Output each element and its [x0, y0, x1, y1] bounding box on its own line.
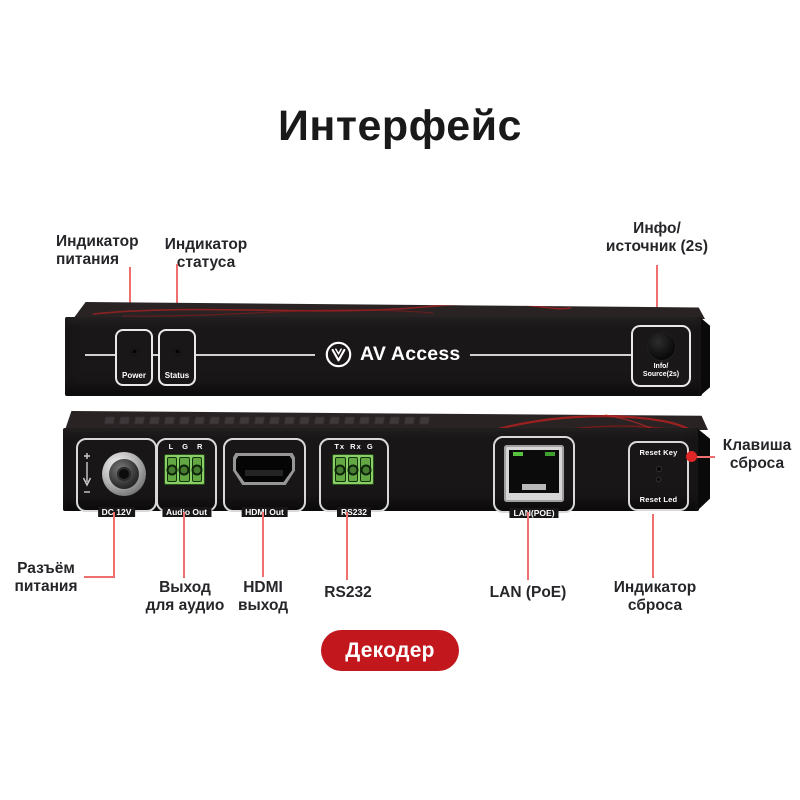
reset-led-hole — [657, 478, 660, 481]
power-led — [131, 349, 137, 354]
audio-pin — [179, 457, 190, 482]
hdmi-port-opening — [236, 456, 292, 482]
decoder-badge: Декодер — [321, 630, 459, 671]
callout-line-lan — [527, 512, 529, 580]
rs232-port-group: Tx Rx G RS232 — [319, 438, 389, 517]
decoder-back-panel: DC 12V L G R Audio Out HDMI Out Tx Rx G — [63, 411, 710, 518]
brand-logo-text: AV Access — [360, 342, 461, 365]
audio-terminal-block — [164, 454, 205, 485]
reset-led-label: Reset Led — [639, 495, 678, 504]
dc-power-port-group: DC 12V — [76, 438, 157, 517]
back-panel-top-edge — [65, 411, 708, 430]
status-led-label: Status — [164, 371, 190, 380]
status-led-box: Status — [158, 329, 196, 386]
callout-power-connector: Разъём питания — [14, 560, 78, 595]
dc-port-label: DC 12V — [97, 507, 136, 517]
lan-port-group: LAN(POE) — [493, 436, 575, 518]
status-led — [174, 349, 180, 354]
callout-reset-indicator: Индикатор сброса — [613, 579, 697, 614]
callout-line-status — [176, 264, 178, 339]
callout-line-reset-led — [652, 514, 654, 578]
rs232-pins-label: Tx Rx G — [334, 442, 374, 451]
page-title: Интерфейс — [278, 102, 522, 150]
callout-line-dc-horizontal — [84, 576, 115, 578]
hdmi-port-label: HDMI Out — [241, 507, 288, 517]
callout-rs232: RS232 — [324, 584, 372, 601]
av-access-logo-icon — [325, 341, 352, 367]
callout-reset-key: Клавиша сброса — [722, 437, 792, 472]
rs232-port-label: RS232 — [337, 507, 371, 517]
power-led-label: Power — [121, 371, 146, 380]
reset-key-pinhole — [656, 467, 661, 471]
lan-led-left — [513, 452, 523, 456]
dc-barrel-pin — [117, 467, 131, 481]
front-panel-top-edge — [73, 302, 705, 319]
hdmi-port — [233, 453, 295, 485]
callout-power-indicator: Индикатор питания — [56, 233, 139, 268]
front-panel-side-edge — [701, 318, 710, 395]
callout-line-dc-vertical — [113, 512, 115, 578]
audio-pin — [191, 457, 202, 482]
back-panel-side-edge — [698, 429, 710, 510]
audio-pin — [167, 457, 178, 482]
callout-lan-poe: LAN (PoE) — [489, 584, 567, 601]
rs232-terminal-block — [332, 454, 374, 485]
callout-line-reset-key — [697, 456, 715, 458]
callout-line-audio — [183, 512, 185, 578]
callout-line-rs232 — [346, 512, 348, 580]
callout-audio-output: Выход для аудио — [145, 579, 225, 614]
embossed-model-text — [104, 417, 436, 424]
callout-info-source: Инфо/ источник (2s) — [605, 220, 709, 255]
lan-led-right — [545, 452, 555, 456]
rs232-pin — [347, 457, 359, 482]
red-ribbon-reflection — [93, 302, 572, 317]
reset-key-label: Reset Key — [639, 448, 678, 457]
hdmi-out-port-group: HDMI Out — [223, 438, 306, 517]
rs232-pin — [335, 457, 346, 482]
audio-port-label: Audio Out — [161, 507, 212, 517]
info-source-button-label: Info/ Source(2s) — [642, 363, 680, 378]
dc-barrel-jack — [102, 452, 146, 496]
brand-logo: AV Access — [315, 338, 471, 370]
callout-dot-reset-key — [686, 451, 697, 462]
dc-barrel-ring — [109, 459, 139, 489]
rj45-opening — [509, 450, 559, 493]
hdmi-port-tongue — [245, 470, 283, 476]
audio-out-port-group: L G R Audio Out — [156, 438, 217, 517]
power-led-box: Power — [115, 329, 153, 386]
rj45-latch-slot — [522, 484, 546, 490]
info-source-button-box: Info/ Source(2s) — [631, 325, 691, 387]
callout-line-info — [656, 265, 658, 337]
rj45-port — [504, 445, 564, 502]
dc-polarity-icon — [82, 453, 92, 493]
lan-port-label: LAN(POE) — [509, 508, 559, 518]
audio-pins-label: L G R — [168, 442, 205, 451]
rs232-pin — [360, 457, 372, 482]
reset-group: Reset Key Reset Led — [628, 441, 689, 511]
decoder-front-panel: Power Status AV Access Info/ Source(2s) — [65, 302, 710, 396]
callout-status-indicator: Индикатор статуса — [164, 236, 248, 271]
callout-hdmi-output: HDMI выход — [237, 579, 289, 614]
info-source-button — [646, 332, 676, 361]
callout-line-hdmi — [262, 512, 264, 577]
